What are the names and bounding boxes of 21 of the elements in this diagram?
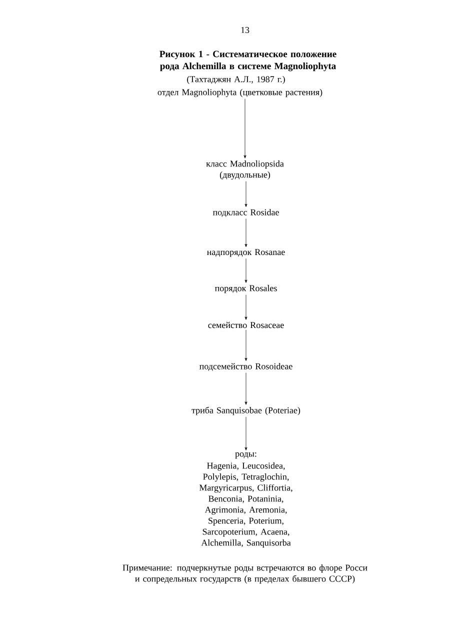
taxon-text: класс Madnoliopsida (двудольные) bbox=[206, 160, 284, 180]
taxon-text: подсемейство Rosoideae bbox=[199, 363, 292, 371]
arrow bbox=[244, 258, 248, 283]
figure-title: Рисунок 1 - Систематическое положение рода Alchemilla в системе Magnoliophyta bbox=[160, 50, 336, 72]
taxon-text: триба Sanquisobae (Poteriae) bbox=[192, 406, 300, 416]
taxon-text: подкласс Rosidae bbox=[212, 209, 279, 217]
taxon-text: порядок Rosales bbox=[214, 284, 277, 294]
arrow bbox=[244, 98, 246, 158]
arrow bbox=[244, 372, 248, 405]
taxon-text: роды: Hagenia, Leucosidea, Polylepis, Tetraglochin, Margyricarpus, Cliffortia, Benconia, Potaninia, Agrimonia, Aremonia, Spenceria, Poterium, Sarcopoterium, Acaena, Alchemilla, Sanquisorba bbox=[199, 452, 292, 548]
taxon-text: семейство Rosaceae bbox=[208, 322, 284, 328]
taxon-text: отдел Magnoliophyta (цветковые растения) bbox=[158, 88, 322, 98]
arrow bbox=[244, 294, 248, 320]
arrow bbox=[244, 218, 248, 248]
text-label: (Тахтаджян А.Л., 1987 г.) bbox=[187, 76, 285, 84]
arrow bbox=[244, 330, 248, 361]
text-label: 13 bbox=[241, 26, 250, 34]
arrow bbox=[244, 416, 248, 450]
note-text: Примечание: подчеркнутые роды встречаются во флоре Росси и сопредельных государств (в пределах бывшего СССР) bbox=[122, 564, 368, 584]
arrow bbox=[244, 181, 248, 207]
taxon-text: надпорядок Rosanae bbox=[207, 249, 285, 257]
